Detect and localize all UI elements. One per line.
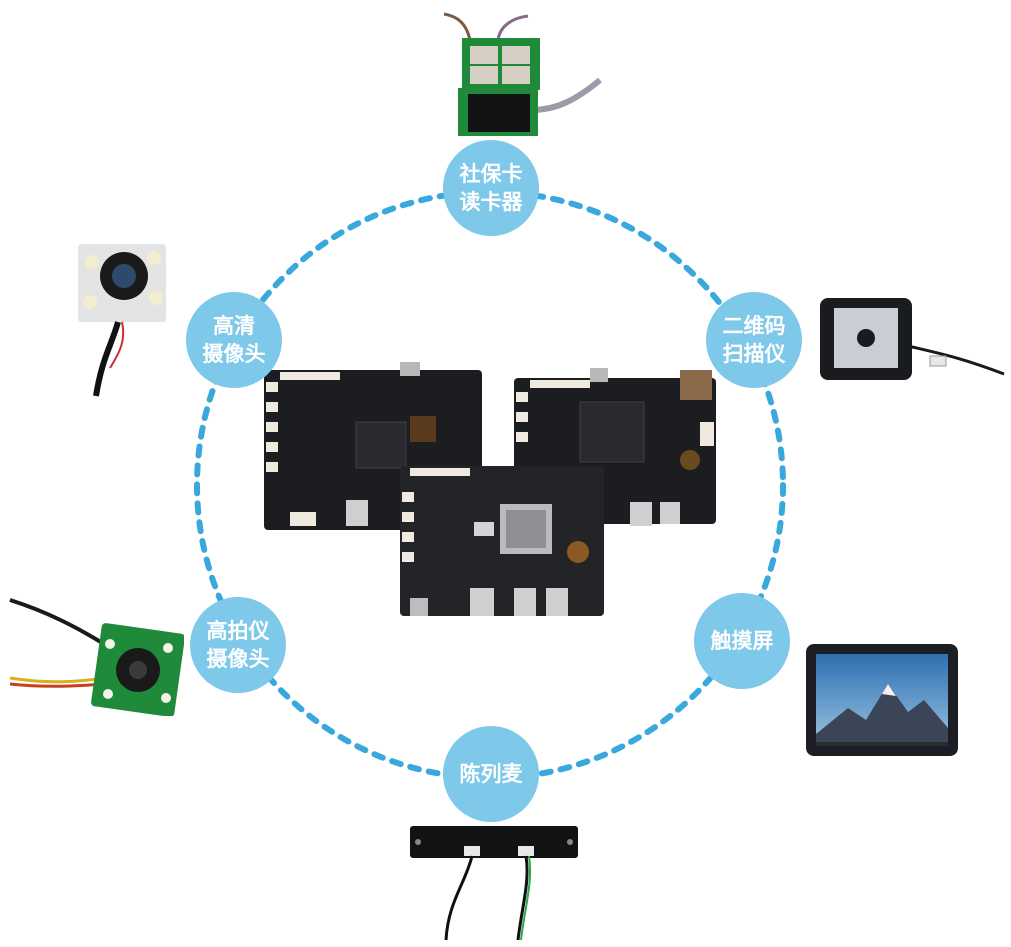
mainboard-cluster-image bbox=[264, 362, 716, 616]
hd-camera-image bbox=[78, 244, 166, 397]
node-array-microphone-line1: 陈列麦 bbox=[459, 762, 523, 786]
card-reader-image bbox=[443, 12, 602, 136]
node-qr-scanner-line2: 扫描仪 bbox=[722, 342, 786, 366]
node-document-camera-line2: 摄像头 bbox=[206, 647, 270, 671]
node-document-camera: 高拍仪 摄像头 bbox=[190, 597, 286, 693]
node-touch-screen-line1: 触摸屏 bbox=[710, 629, 774, 653]
array-microphone-image bbox=[410, 826, 578, 941]
node-array-microphone: 陈列麦 bbox=[443, 726, 539, 822]
node-document-camera-line1: 高拍仪 bbox=[206, 619, 270, 643]
node-touch-screen: 触摸屏 bbox=[694, 593, 790, 689]
node-hd-camera-line2: 摄像头 bbox=[202, 342, 266, 366]
node-card-reader-line2: 读卡器 bbox=[459, 190, 523, 214]
node-qr-scanner-line1: 二维码 bbox=[722, 314, 786, 338]
node-card-reader-line1: 社保卡 bbox=[459, 162, 523, 186]
node-qr-scanner: 二维码 扫描仪 bbox=[706, 292, 802, 388]
touch-screen-image bbox=[806, 644, 958, 756]
document-camera-image bbox=[9, 598, 184, 716]
qr-scanner-image bbox=[820, 298, 1005, 380]
node-hd-camera: 高清 摄像头 bbox=[186, 292, 282, 388]
node-card-reader: 社保卡 读卡器 bbox=[443, 140, 539, 236]
node-hd-camera-line1: 高清 bbox=[213, 314, 255, 338]
